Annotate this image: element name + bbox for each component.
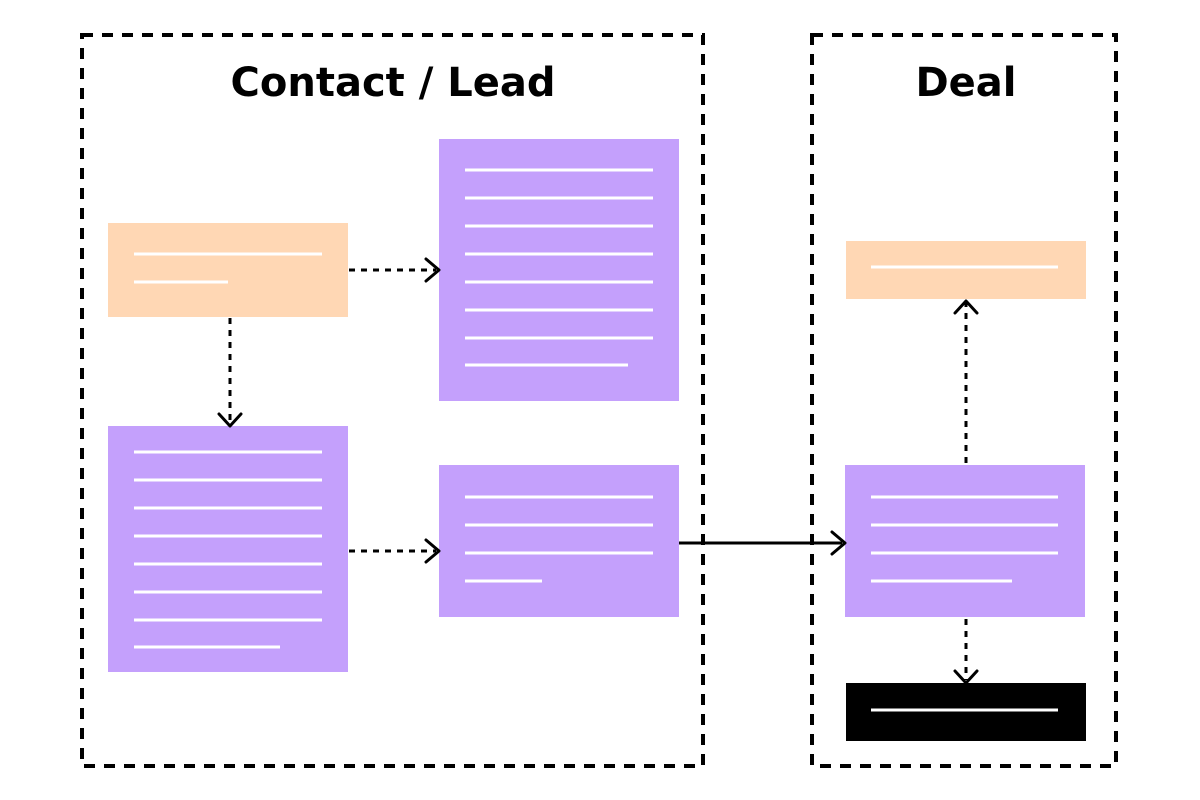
deal-peach-card xyxy=(846,241,1086,299)
arrowhead-right xyxy=(830,530,847,556)
contact-lead-group-frame xyxy=(80,33,705,768)
contact-purple-card-bottom-body xyxy=(439,465,679,617)
deal-group-frame xyxy=(810,33,1118,768)
contact-lead-title: Contact / Lead xyxy=(231,60,556,106)
arrowhead-down xyxy=(217,412,243,428)
deal-purple-card xyxy=(845,465,1085,617)
deal-title: Deal xyxy=(915,60,1016,106)
arrowhead-down xyxy=(953,669,979,685)
deal-peach-card-body xyxy=(846,241,1086,299)
arrowhead-up xyxy=(953,299,979,315)
deal-black-card xyxy=(846,683,1086,741)
deal-black-card-body xyxy=(846,683,1086,741)
contact-purple-card-left-body xyxy=(108,426,348,672)
arrowhead-right xyxy=(424,257,441,283)
arrowhead-right xyxy=(424,538,441,564)
contact-peach-card-body xyxy=(108,223,348,317)
contact-purple-card-left xyxy=(108,426,348,672)
contact-purple-card-top xyxy=(439,139,679,401)
contact-purple-card-bottom xyxy=(439,465,679,617)
contact-purple-card-top-body xyxy=(439,139,679,401)
contact-peach-card xyxy=(108,223,348,317)
deal-purple-card-body xyxy=(845,465,1085,617)
